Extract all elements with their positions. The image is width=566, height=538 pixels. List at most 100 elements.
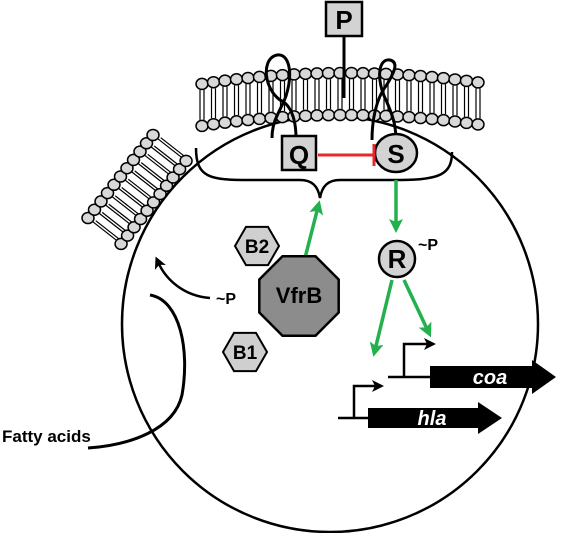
lipid-tail: [147, 153, 172, 174]
lipid-tail: [157, 138, 182, 158]
lipid-head: [448, 73, 462, 86]
lipid-head: [252, 112, 267, 126]
lipid-head: [159, 179, 174, 193]
vfrb-octagon: [258, 255, 340, 337]
lipid-tail: [150, 146, 176, 166]
gene-coa-locus: coa: [388, 338, 556, 394]
lipid-tail: [160, 137, 185, 157]
lipid-tail: [105, 204, 130, 225]
lipid-tail: [111, 196, 137, 216]
lipid-head: [153, 187, 167, 201]
lipid-head: [436, 71, 451, 85]
lipid-head: [126, 153, 141, 167]
lipid-head: [344, 108, 359, 122]
protein-s: S: [370, 58, 419, 174]
protein-s-label: S: [387, 139, 404, 169]
lipid-head: [425, 70, 439, 84]
arrow-r-to-hla-promoter: [369, 279, 394, 357]
protein-vfrb: VfrB: [258, 255, 340, 337]
lipid-head: [310, 109, 324, 122]
top-lipid-bilayer: [195, 66, 485, 133]
lipid-head: [139, 137, 154, 150]
sensor-p-box: [324, 0, 364, 38]
lipid-tail: [153, 145, 179, 165]
gene-hla-label: hla: [418, 408, 447, 430]
lipid-head: [113, 170, 128, 183]
b2-hexagon: [233, 225, 281, 267]
lipid-head: [120, 229, 135, 242]
lipid-head: [448, 115, 462, 128]
lipid-head: [81, 211, 95, 225]
lipid-head: [172, 162, 187, 176]
lipid-head: [120, 161, 134, 175]
lipid-head: [471, 76, 485, 89]
lipid-head: [321, 108, 336, 122]
lipid-tail: [134, 170, 159, 190]
lipid-tail: [95, 220, 120, 240]
lipid-tail: [121, 187, 146, 207]
lipid-head: [195, 77, 209, 91]
b1-label: B1: [233, 343, 258, 364]
lipid-head: [425, 112, 439, 126]
lipid-tail: [144, 154, 169, 175]
lipid-tail: [127, 178, 153, 199]
lipid-head: [344, 66, 359, 80]
protein-q-box: [280, 134, 318, 172]
lipid-head: [146, 128, 160, 142]
lipid-head: [206, 75, 221, 89]
lipid-head: [114, 237, 128, 251]
fatty-acid-arrow: [154, 256, 211, 300]
fatty-acid-curve: [87, 293, 187, 450]
b2-label: B2: [245, 237, 269, 258]
b1-hexagon: [221, 331, 269, 373]
lipid-head: [229, 115, 244, 128]
protein-r: R ~P: [377, 237, 438, 279]
lipid-tail: [140, 162, 166, 182]
lipid-head: [206, 117, 221, 131]
lipid-head: [356, 66, 370, 80]
gene-coa-label: coa: [473, 367, 507, 389]
sensor-p-label: P: [335, 5, 352, 35]
lipid-tail: [118, 188, 143, 208]
gene-hla-locus: hla: [338, 380, 502, 434]
protein-r-circle: [377, 239, 417, 279]
lipid-head: [94, 195, 108, 208]
complex-brace: [194, 147, 454, 199]
lipid-head: [179, 154, 193, 168]
gene-hla-arrow: [368, 402, 502, 434]
lipid-head: [471, 118, 485, 131]
lipid-tail: [98, 212, 124, 233]
lipid-tail: [131, 171, 156, 191]
lipid-head: [310, 67, 324, 80]
protein-r-label: R: [388, 244, 407, 274]
lipid-tail: [92, 221, 117, 241]
lipid-tail: [137, 163, 163, 183]
lipid-tail: [108, 203, 133, 224]
lipid-head: [413, 69, 428, 83]
side-lipid-bilayer: [81, 128, 193, 251]
lipid-head: [146, 196, 161, 209]
lipid-head: [459, 74, 474, 88]
protein-q: Q: [264, 53, 318, 172]
lipid-head: [133, 212, 148, 226]
lipid-head: [166, 171, 180, 184]
protein-r-phospho: ~P: [418, 237, 438, 254]
vfrb-label: VfrB: [276, 283, 322, 308]
lipid-head: [252, 70, 267, 84]
inhibition-q-s: [318, 144, 376, 166]
lipid-head: [275, 68, 290, 82]
lipid-head: [100, 186, 115, 200]
lipid-head: [140, 204, 154, 217]
lipid-tail: [114, 195, 140, 215]
lipid-head: [87, 203, 102, 216]
lipid-head: [321, 66, 336, 80]
sensor-p: P: [324, 0, 364, 98]
protein-b2: B2: [233, 225, 281, 267]
cell-membrane-circle: [120, 114, 540, 534]
lipid-head: [107, 178, 121, 192]
gene-coa-arrow: [430, 360, 556, 394]
lipid-head: [333, 108, 347, 122]
vfrb-phospho: ~P: [216, 291, 236, 308]
